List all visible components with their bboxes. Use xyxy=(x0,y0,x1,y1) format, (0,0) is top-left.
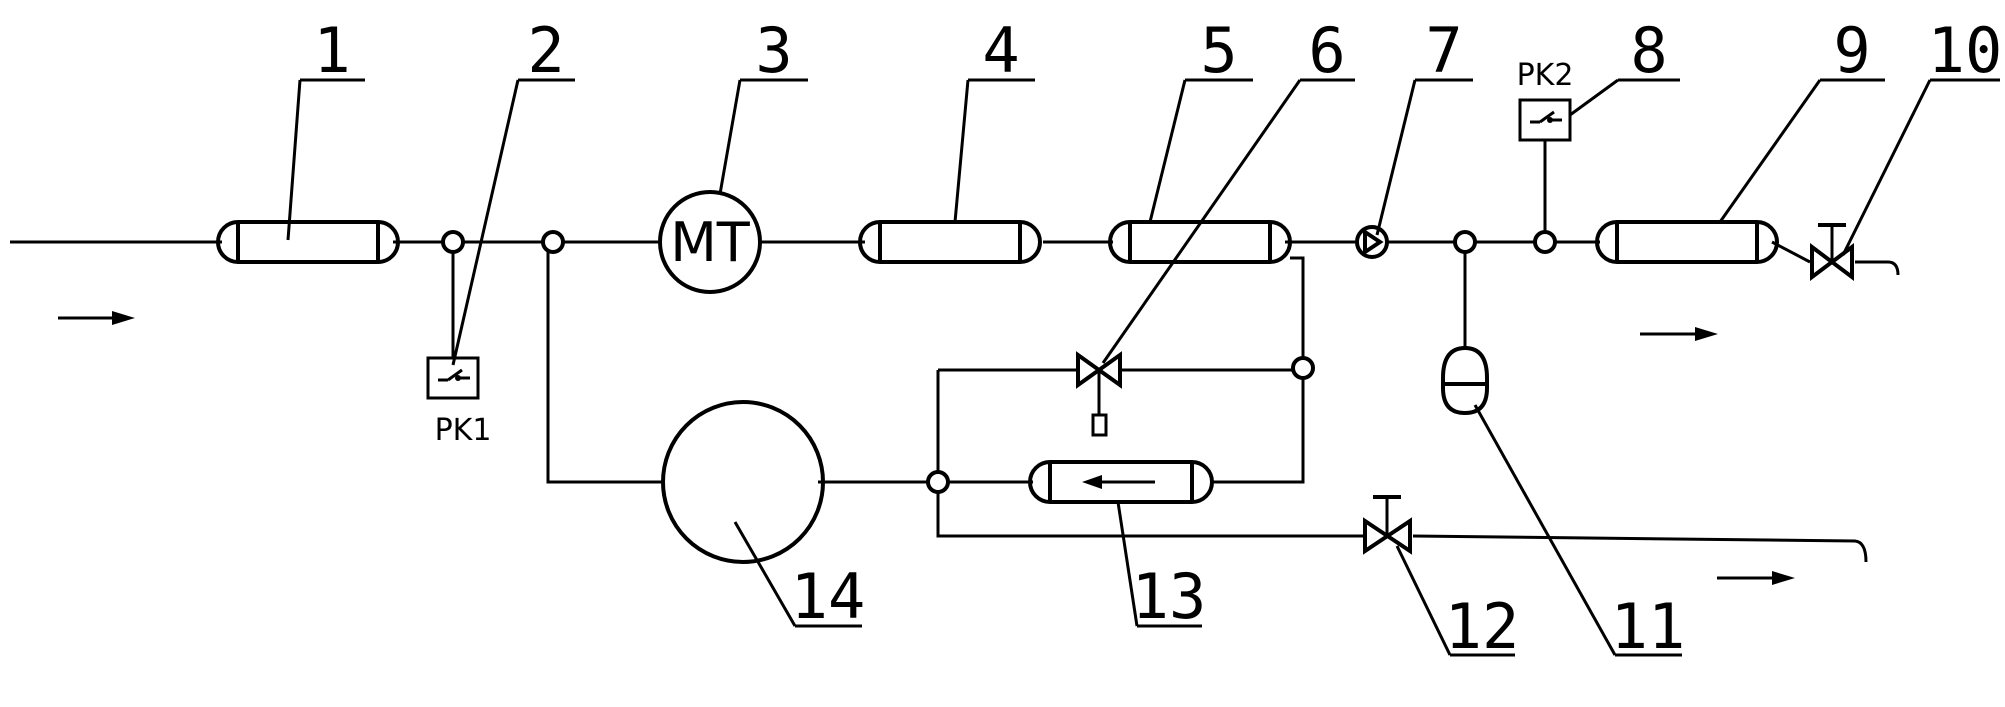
pump-return-line xyxy=(546,250,663,484)
label-4: 4 xyxy=(982,14,1019,87)
pressure-switch-pk2 xyxy=(1518,98,1572,142)
outlet-pipe-upper xyxy=(1855,260,1900,276)
pump-14 xyxy=(661,400,825,564)
meter-3: MT xyxy=(658,190,762,294)
label-14: 14 xyxy=(791,560,866,633)
outlet-pipe-lower xyxy=(1412,534,1868,563)
label-10: 10 xyxy=(1928,14,2003,87)
label-7: 7 xyxy=(1425,14,1462,87)
tank-1 xyxy=(216,220,400,264)
pressure-switch-pk1 xyxy=(426,356,480,400)
valve-10 xyxy=(1810,223,1854,281)
flow-arrow-inlet xyxy=(58,311,135,325)
pk2-label: PK2 xyxy=(1517,58,1574,93)
tank-4 xyxy=(858,220,1042,264)
pump-7 xyxy=(1355,225,1389,259)
label-13: 13 xyxy=(1132,560,1207,633)
tank-9 xyxy=(1595,220,1779,264)
valve-12 xyxy=(1363,495,1412,555)
junctions xyxy=(441,230,1557,494)
flow-arrow-outlet-lower xyxy=(1717,571,1795,585)
junction-icon xyxy=(1533,230,1557,254)
return-branch xyxy=(1212,378,1305,484)
label-2: 2 xyxy=(527,14,564,87)
pk1-label: PK1 xyxy=(435,413,492,448)
meter-label: MT xyxy=(670,211,751,274)
label-11: 11 xyxy=(1611,590,1686,663)
label-8: 8 xyxy=(1630,14,1667,87)
label-6: 6 xyxy=(1308,14,1345,87)
callout-labels: 1 2 3 4 5 6 7 8 9 10 11 12 13 14 xyxy=(313,14,2002,663)
accumulator-11 xyxy=(1441,345,1489,416)
drain-line xyxy=(936,491,1363,538)
leader-lines xyxy=(286,78,2000,657)
label-3: 3 xyxy=(755,14,792,87)
pipes xyxy=(10,140,1900,563)
label-1: 1 xyxy=(313,14,350,87)
return-branch xyxy=(1290,256,1305,358)
junction-icon xyxy=(441,230,465,254)
tank-13 xyxy=(1028,460,1214,504)
label-9: 9 xyxy=(1833,14,1870,87)
flow-arrow-outlet-upper xyxy=(1640,327,1718,341)
junction-icon xyxy=(541,230,565,254)
tank-5 xyxy=(1108,220,1292,264)
valve-6 xyxy=(1076,351,1122,437)
label-12: 12 xyxy=(1445,590,1520,663)
label-5: 5 xyxy=(1200,14,1237,87)
junction-icon xyxy=(1291,356,1315,380)
junction-icon xyxy=(1453,230,1477,254)
junction-icon xyxy=(926,470,950,494)
pump-icon xyxy=(1355,225,1389,259)
